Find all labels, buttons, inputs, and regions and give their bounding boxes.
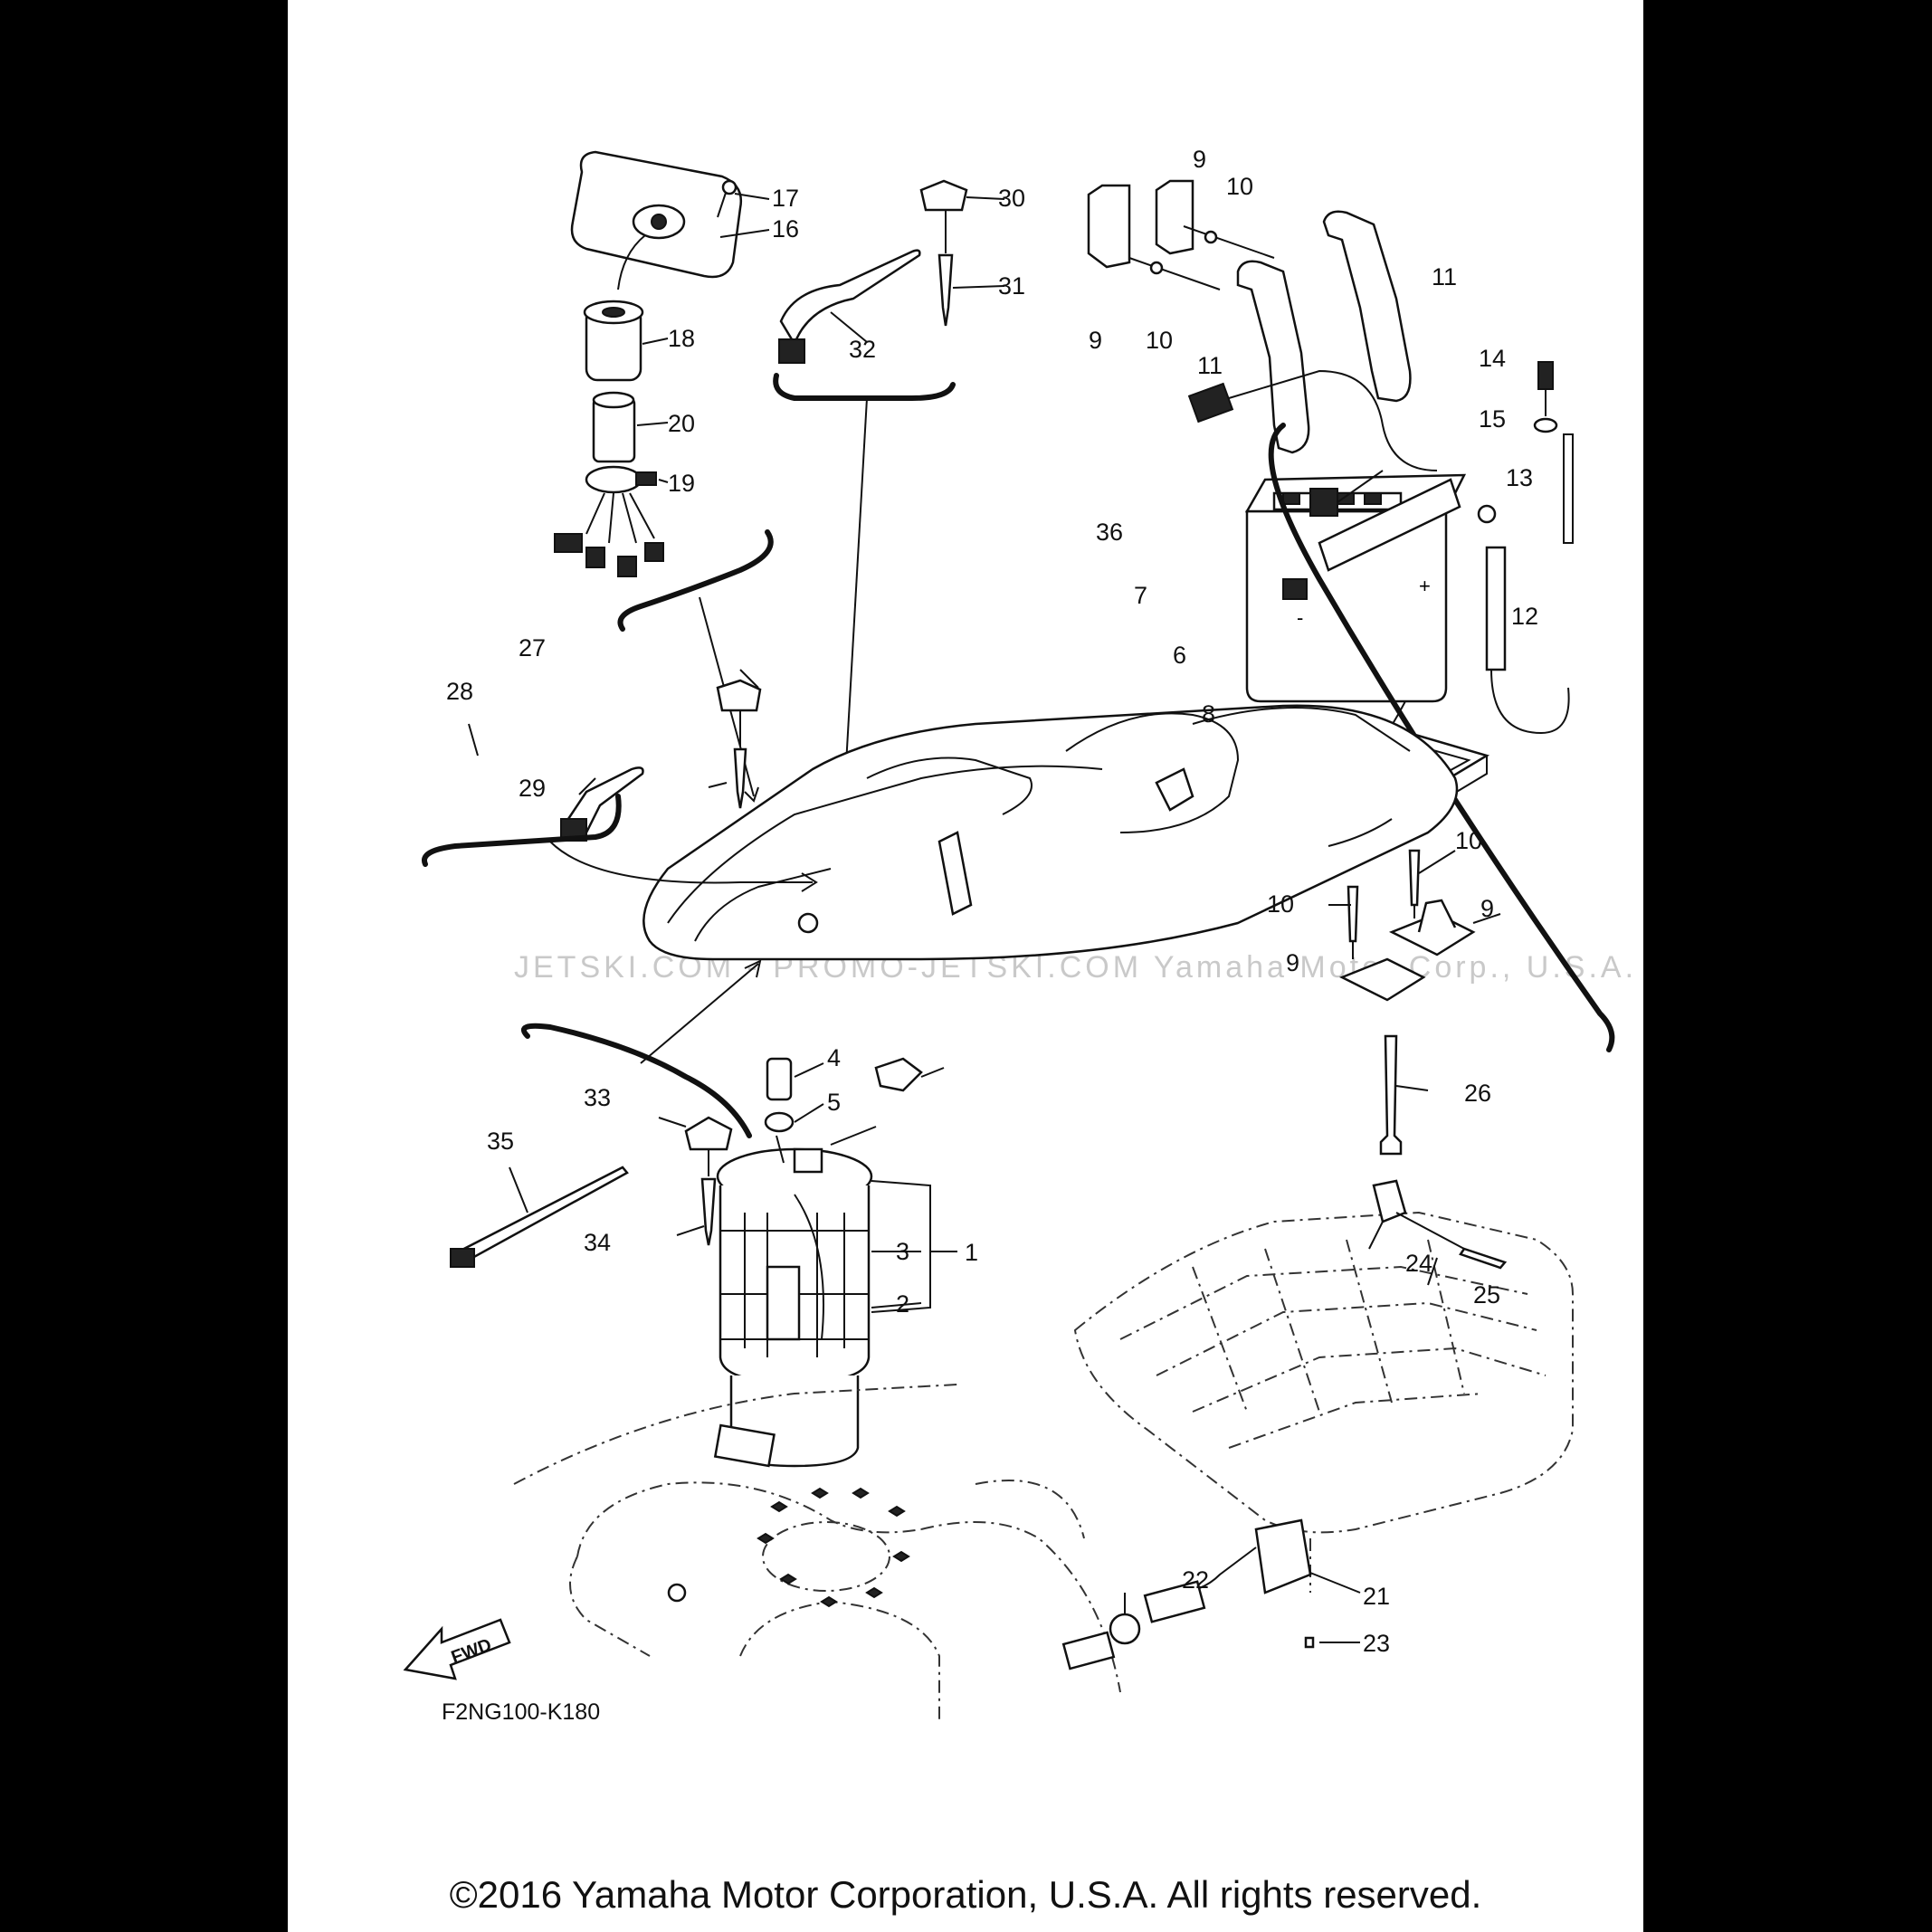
- callout-35: 35: [487, 1128, 514, 1155]
- callout-10-d: 10: [1267, 890, 1294, 918]
- callout-7: 7: [1134, 582, 1147, 609]
- callout-5: 5: [827, 1089, 841, 1116]
- callout-9-c: 9: [1480, 895, 1494, 922]
- callout-2: 2: [896, 1290, 909, 1318]
- callout-25: 25: [1473, 1281, 1500, 1309]
- callout-10-a: 10: [1226, 173, 1253, 200]
- callout-19: 19: [668, 470, 695, 497]
- cable-tie-group-left: [422, 669, 818, 892]
- callout-9-b: 9: [1089, 327, 1102, 354]
- parts-diagram-sheet: JETSKI.COM - PROMO-JETSKI.COM Yamaha Mot…: [288, 0, 1643, 1932]
- callout-14: 14: [1479, 345, 1506, 372]
- exploded-parts-diagram: JETSKI.COM - PROMO-JETSKI.COM Yamaha Mot…: [403, 146, 1643, 1725]
- callout-28: 28: [446, 678, 473, 705]
- callout-11-b: 11: [1197, 352, 1223, 379]
- callout-16: 16: [772, 215, 799, 243]
- forward-direction-arrow: [403, 1618, 511, 1680]
- callout-23: 23: [1363, 1630, 1390, 1657]
- callout-32: 32: [849, 336, 876, 363]
- callout-8: 8: [1202, 700, 1215, 728]
- callout-9-d: 9: [1286, 949, 1299, 976]
- callout-13: 13: [1506, 464, 1533, 491]
- callout-30: 30: [998, 185, 1025, 212]
- callout-17: 17: [772, 185, 799, 212]
- callout-3: 3: [896, 1238, 909, 1265]
- callout-6: 6: [1173, 642, 1186, 669]
- callout-11-a: 11: [1432, 263, 1457, 290]
- callout-labels: 1 2 3 4 5 6 7 8 9 9 9 9 10 10 10 10 11 1…: [446, 146, 1538, 1657]
- callout-26: 26: [1464, 1080, 1491, 1107]
- svg-text:-: -: [1297, 606, 1303, 629]
- callout-22: 22: [1182, 1566, 1209, 1594]
- callout-4: 4: [827, 1044, 841, 1071]
- group-bracket-fuel-sender: [617, 529, 774, 632]
- callout-27: 27: [519, 634, 546, 661]
- cable-tie-group-top: [773, 179, 1005, 803]
- battery-lower-brackets: [1328, 849, 1501, 1002]
- copyright-notice: ©2016 Yamaha Motor Corporation, U.S.A. A…: [449, 1873, 1482, 1916]
- watercraft-hull-overview: [642, 704, 1459, 961]
- callout-20: 20: [668, 410, 695, 437]
- callout-18: 18: [668, 325, 695, 352]
- callout-21: 21: [1363, 1583, 1390, 1610]
- diagram-code: F2NG100-K180: [442, 1699, 600, 1725]
- seat-frame-outline: [1073, 1034, 1574, 1593]
- callout-36: 36: [1096, 519, 1123, 546]
- callout-10-b: 10: [1146, 327, 1173, 354]
- callout-29: 29: [519, 775, 546, 802]
- callout-12: 12: [1511, 603, 1538, 630]
- callout-33: 33: [584, 1084, 611, 1111]
- callout-9-a: 9: [1193, 146, 1206, 173]
- fuel-sender-assembly: [554, 150, 770, 577]
- callout-24: 24: [1405, 1250, 1432, 1277]
- callout-10-c: 10: [1455, 827, 1482, 854]
- callout-34: 34: [584, 1229, 611, 1256]
- svg-text:+: +: [1419, 575, 1431, 597]
- fuel-pump-assembly: [450, 959, 957, 1468]
- callout-1: 1: [965, 1239, 978, 1266]
- callout-15: 15: [1479, 405, 1506, 433]
- sensor-assembly: [1061, 1518, 1361, 1670]
- callout-31: 31: [998, 272, 1025, 300]
